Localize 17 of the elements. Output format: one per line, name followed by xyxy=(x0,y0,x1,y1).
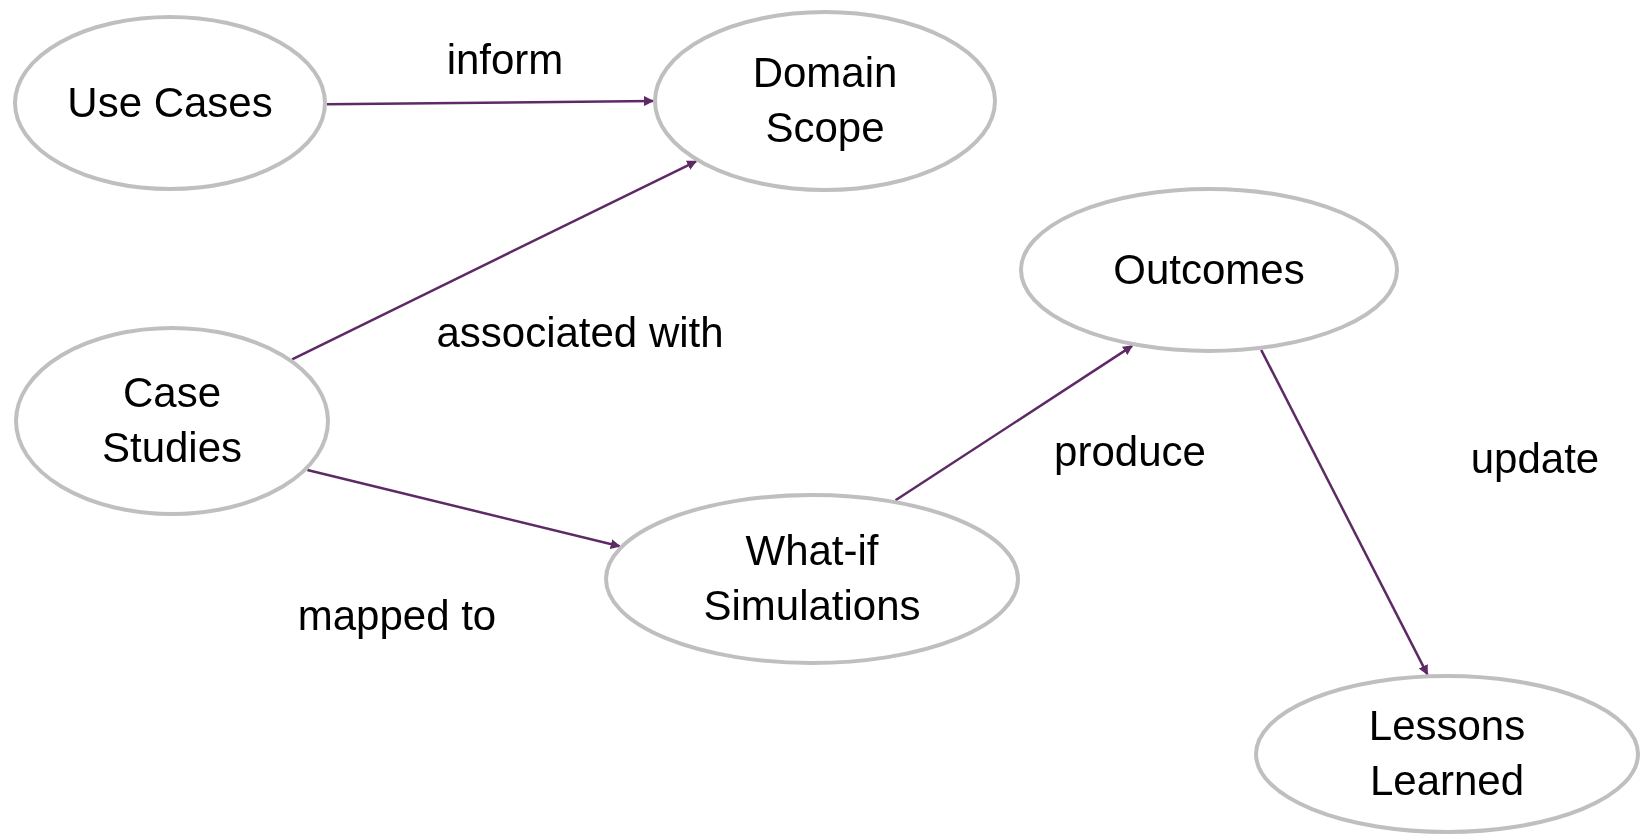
arrow xyxy=(307,468,621,549)
concept-ellipse xyxy=(1019,187,1399,353)
node-label: Use Cases xyxy=(67,77,273,128)
node-label: Lessons Learned xyxy=(1367,701,1527,806)
concept-ellipse xyxy=(653,10,997,192)
node-label: Domain Scope xyxy=(751,48,899,153)
arrow xyxy=(1260,349,1429,676)
node-label: What-if Simulations xyxy=(702,526,922,631)
concept-ellipse xyxy=(13,15,327,191)
concept-ellipse xyxy=(14,326,330,516)
concept-ellipse xyxy=(1254,674,1640,834)
arrow xyxy=(894,344,1133,502)
arrow xyxy=(326,96,654,107)
node-label: Outcomes xyxy=(1113,244,1305,295)
node-label: Case Studies xyxy=(100,368,244,473)
concept-ellipse xyxy=(604,493,1020,665)
arrow xyxy=(291,160,698,361)
